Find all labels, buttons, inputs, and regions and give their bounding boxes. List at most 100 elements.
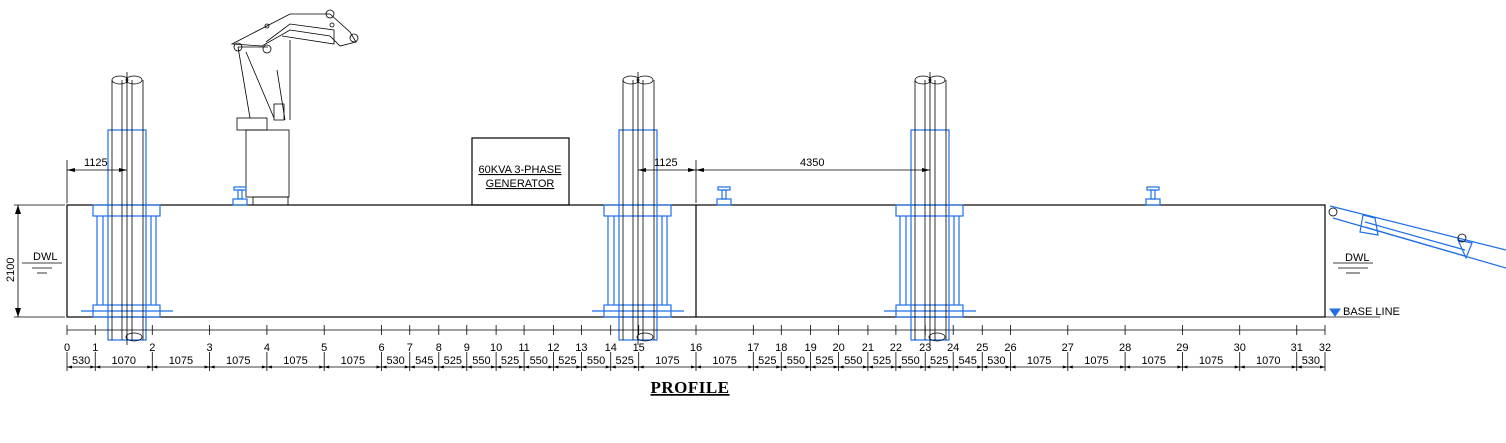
frame-spacing: 525: [558, 355, 576, 367]
spud-1: [81, 72, 173, 345]
bollard-2: [716, 186, 732, 206]
dim-arrow: [438, 365, 444, 369]
frame-spacing: 1070: [112, 355, 136, 367]
frame-spacing: 1075: [1199, 355, 1223, 367]
dwl-right-label: DWL: [1345, 252, 1369, 264]
dim-arrow: [833, 365, 839, 369]
loading-ramp: [1328, 205, 1506, 269]
generator-label-2: GENERATOR: [486, 178, 555, 190]
frame-number: 32: [1319, 342, 1331, 354]
dim-1125-mid: 1125 4350: [638, 157, 930, 203]
dim-arrow: [409, 365, 415, 369]
frame-spacing: 1075: [169, 355, 193, 367]
frame-spacing: 545: [959, 355, 977, 367]
frame-number: 28: [1119, 342, 1131, 354]
frame-spacing: 525: [758, 355, 776, 367]
frame-number: 14: [605, 342, 617, 354]
frame-number: 9: [464, 342, 470, 354]
frame-spacing: 530: [72, 355, 90, 367]
frame-number: 25: [976, 342, 988, 354]
spud-3: [884, 72, 976, 345]
dim-arrow: [895, 365, 901, 369]
crane: [230, 9, 359, 206]
dim-arrow: [691, 365, 696, 369]
frame-spacing: 550: [844, 355, 862, 367]
dim-arrow: [261, 365, 267, 369]
frame-spacing: 530: [1302, 355, 1320, 367]
dim-label: 1125: [654, 157, 678, 169]
frame-number: 31: [1291, 342, 1303, 354]
dim-arrow: [319, 365, 325, 369]
dim-arrow: [1010, 365, 1016, 369]
dim-arrow: [381, 365, 387, 369]
frame-spacing: 525: [930, 355, 948, 367]
frame-number: 10: [490, 342, 502, 354]
frame-number: 0: [64, 342, 70, 354]
dim-arrow: [1234, 365, 1240, 369]
frame-number: 8: [436, 342, 442, 354]
dim-arrow: [152, 365, 158, 369]
dim-arrow: [977, 365, 983, 369]
frame-spacing: 550: [787, 355, 805, 367]
frame-spacing: 525: [815, 355, 833, 367]
generator-box: 60KVA 3-PHASE GENERATOR: [471, 137, 570, 206]
dim-arrow: [433, 365, 439, 369]
base-line-marker: BASE LINE: [1325, 306, 1400, 318]
dim-arrow: [548, 365, 554, 369]
dim-1125-left: 1125: [66, 157, 127, 203]
dim-arrow: [496, 365, 502, 369]
frame-spacing: 1070: [1256, 355, 1280, 367]
frame-number: 5: [321, 342, 327, 354]
dim-arrow: [982, 365, 988, 369]
dim-arrow: [519, 365, 525, 369]
dim-arrow: [605, 365, 611, 369]
dim-arrow: [610, 365, 616, 369]
frame-spacing: 525: [873, 355, 891, 367]
dim-arrow: [805, 365, 811, 369]
frame-spacing: 525: [501, 355, 519, 367]
dim-arrow: [491, 365, 497, 369]
frame-number: 29: [1176, 342, 1188, 354]
dim-arrow: [1296, 365, 1302, 369]
dim-arrow: [266, 365, 272, 369]
frame-number: 3: [207, 342, 213, 354]
dim-arrow: [925, 365, 931, 369]
frame-spacing: 1075: [283, 355, 307, 367]
dim-arrow: [867, 365, 873, 369]
frame-number: 2: [149, 342, 155, 354]
frame-number: 7: [407, 342, 413, 354]
frame-number: 26: [1004, 342, 1016, 354]
dim-arrow: [524, 365, 530, 369]
dim-arrow: [633, 365, 639, 369]
dim-arrow: [324, 365, 330, 369]
dim-arrow: [810, 365, 816, 369]
depth-label: 2100: [5, 258, 17, 282]
frame-number: 23: [919, 342, 931, 354]
dim-arrow: [1120, 365, 1126, 369]
dim-arrow: [147, 365, 153, 369]
bollard-3: [1145, 186, 1161, 206]
frame-spacing: 1075: [1084, 355, 1108, 367]
frame-number: 13: [575, 342, 587, 354]
bollard-1: [232, 186, 248, 206]
dim-arrow: [948, 365, 954, 369]
frame-number: 15: [633, 342, 645, 354]
frame-number: 27: [1062, 342, 1074, 354]
dim-arrow: [553, 365, 559, 369]
frame-number: 4: [264, 342, 270, 354]
frame-spacing: 1075: [341, 355, 365, 367]
dim-arrow: [95, 365, 101, 369]
frame-number: 11: [518, 342, 529, 354]
dim-arrow: [1005, 365, 1011, 369]
dim-arrow: [404, 365, 410, 369]
frame-number: 18: [775, 342, 787, 354]
frame-spacing: 530: [987, 355, 1005, 367]
frame-spacing: 525: [616, 355, 634, 367]
frame-number: 21: [862, 342, 874, 354]
frame-number: 19: [804, 342, 816, 354]
dim-arrow: [953, 365, 959, 369]
frame-number: 20: [832, 342, 844, 354]
dim-arrow: [920, 365, 926, 369]
dim-label: 1125: [84, 157, 108, 169]
